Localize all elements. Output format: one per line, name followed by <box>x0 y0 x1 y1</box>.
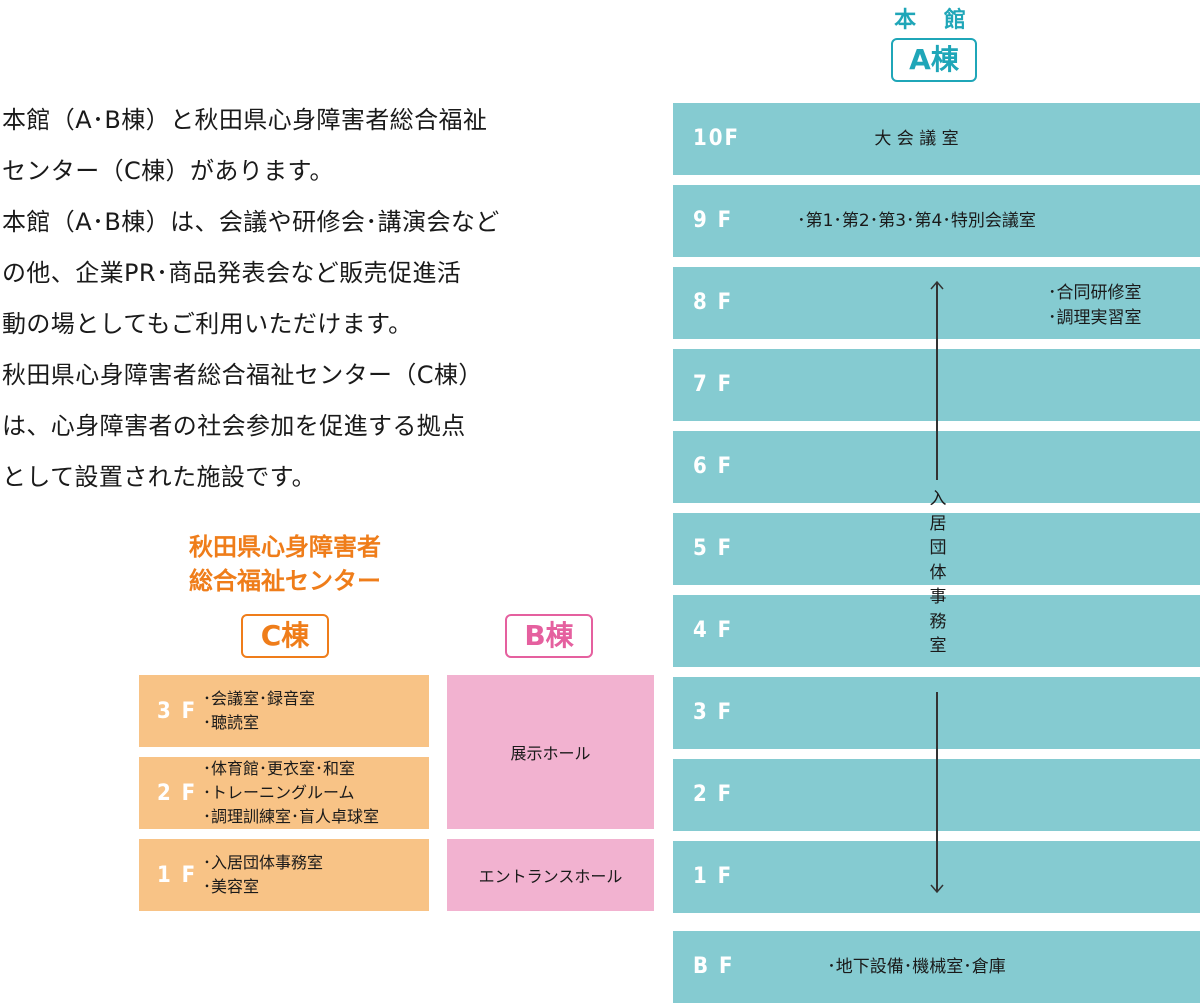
floor-label: 1 F <box>693 864 734 889</box>
floor-rooms: ･入居団体事務室 ･美容室 <box>203 839 323 911</box>
floor-label: 1 F <box>157 862 198 888</box>
room-item: ･合同研修室 <box>1048 283 1142 303</box>
arrow-down-icon <box>930 884 944 894</box>
tenant-char: 団 <box>929 538 947 558</box>
floor-rooms: ･合同研修室 ･調理実習室 <box>1048 281 1142 331</box>
b-floor-exhibition: 展示ホール <box>447 675 654 829</box>
a-floor-10f: 10F 大 会 議 室 <box>673 103 1200 175</box>
floor-label: 9 F <box>693 208 734 233</box>
c-building-badge: C棟 <box>241 614 329 658</box>
tenant-office-label: 入 居 団 体 事 務 室 <box>926 487 950 659</box>
intro-line: として設置された施設です。 <box>2 463 317 491</box>
intro-line: 秋田県心身障害者総合福祉センター（C棟） <box>2 361 483 389</box>
intro-text: 本館（A･B棟）と秋田県心身障害者総合福祉 センター（C棟）があります。 本館（… <box>2 95 562 503</box>
floor-label: 7 F <box>693 372 734 397</box>
a-floor-9f: 9 F ･第1･第2･第3･第4･特別会議室 <box>673 185 1200 257</box>
floor-rooms: 展示ホール <box>510 744 591 763</box>
intro-line: は、心身障害者の社会参加を促進する拠点 <box>2 412 466 440</box>
tenant-char: 体 <box>929 562 947 583</box>
floor-rooms: エントランスホール <box>478 867 623 886</box>
tenant-char: 居 <box>929 513 947 534</box>
floor-label: 2 F <box>157 780 198 806</box>
b-floor-entrance: エントランスホール <box>447 839 654 911</box>
c-building-title: 秋田県心身障害者 総合福祉センター <box>140 530 430 598</box>
floor-label: 10F <box>693 126 741 151</box>
room-item: ･入居団体事務室 <box>203 853 324 872</box>
floor-label: 3 F <box>157 698 198 724</box>
floor-rooms: ･第1･第2･第3･第4･特別会議室 <box>797 211 1036 231</box>
span-line-upper <box>936 282 938 480</box>
intro-line: 動の場としてもご利用いただけます。 <box>2 310 413 338</box>
c-title-line: 秋田県心身障害者 <box>189 533 381 561</box>
floor-label: B F <box>693 954 735 979</box>
b-building-badge: B棟 <box>505 614 593 658</box>
room-item: ･トレーニングルーム <box>203 783 355 802</box>
floor-label: 3 F <box>693 700 734 725</box>
c-floor-3f: 3 F ･会議室･録音室 ･聴読室 <box>139 675 429 747</box>
intro-line: の他、企業PR･商品発表会など販売促進活 <box>2 259 462 287</box>
room-item: ･体育館･更衣室･和室 <box>203 759 356 778</box>
intro-line: 本館（A･B棟）は、会議や研修会･講演会など <box>2 208 500 236</box>
room-item: ･調理訓練室･盲人卓球室 <box>203 807 380 826</box>
a-floor-4f: 4 F <box>673 595 1200 667</box>
span-line-lower <box>936 692 938 891</box>
floor-label: 8 F <box>693 290 734 315</box>
a-floor-5f: 5 F <box>673 513 1200 585</box>
floor-label: 6 F <box>693 454 734 479</box>
tenant-char: 入 <box>929 489 947 509</box>
room-item: ･聴読室 <box>203 713 260 732</box>
floor-rooms: ･体育館･更衣室･和室 ･トレーニングルーム ･調理訓練室･盲人卓球室 <box>203 757 379 829</box>
room-item: ･会議室･録音室 <box>203 689 316 708</box>
a-floor-bf: B F ･地下設備･機械室･倉庫 <box>673 931 1200 1003</box>
room-item: ･調理実習室 <box>1048 308 1142 328</box>
main-building-title: 本 館 <box>894 8 976 33</box>
floor-label: 2 F <box>693 782 734 807</box>
floor-label: 4 F <box>693 618 734 643</box>
tenant-char: 事 <box>929 587 947 607</box>
intro-line: 本館（A･B棟）と秋田県心身障害者総合福祉 <box>2 106 488 134</box>
floor-rooms: ･地下設備･機械室･倉庫 <box>827 957 1006 977</box>
c-floor-2f: 2 F ･体育館･更衣室･和室 ･トレーニングルーム ･調理訓練室･盲人卓球室 <box>139 757 429 829</box>
a-building-badge: A棟 <box>891 38 977 82</box>
floor-rooms: ･会議室･録音室 ･聴読室 <box>203 675 315 747</box>
c-title-line: 総合福祉センター <box>189 567 381 595</box>
c-floor-1f: 1 F ･入居団体事務室 ･美容室 <box>139 839 429 911</box>
floor-rooms: 大 会 議 室 <box>874 129 959 149</box>
room-item: ･美容室 <box>203 877 260 896</box>
intro-line: センター（C棟）があります。 <box>2 157 334 185</box>
tenant-char: 務 <box>929 611 947 632</box>
floor-label: 5 F <box>693 536 734 561</box>
tenant-char: 室 <box>929 636 947 656</box>
